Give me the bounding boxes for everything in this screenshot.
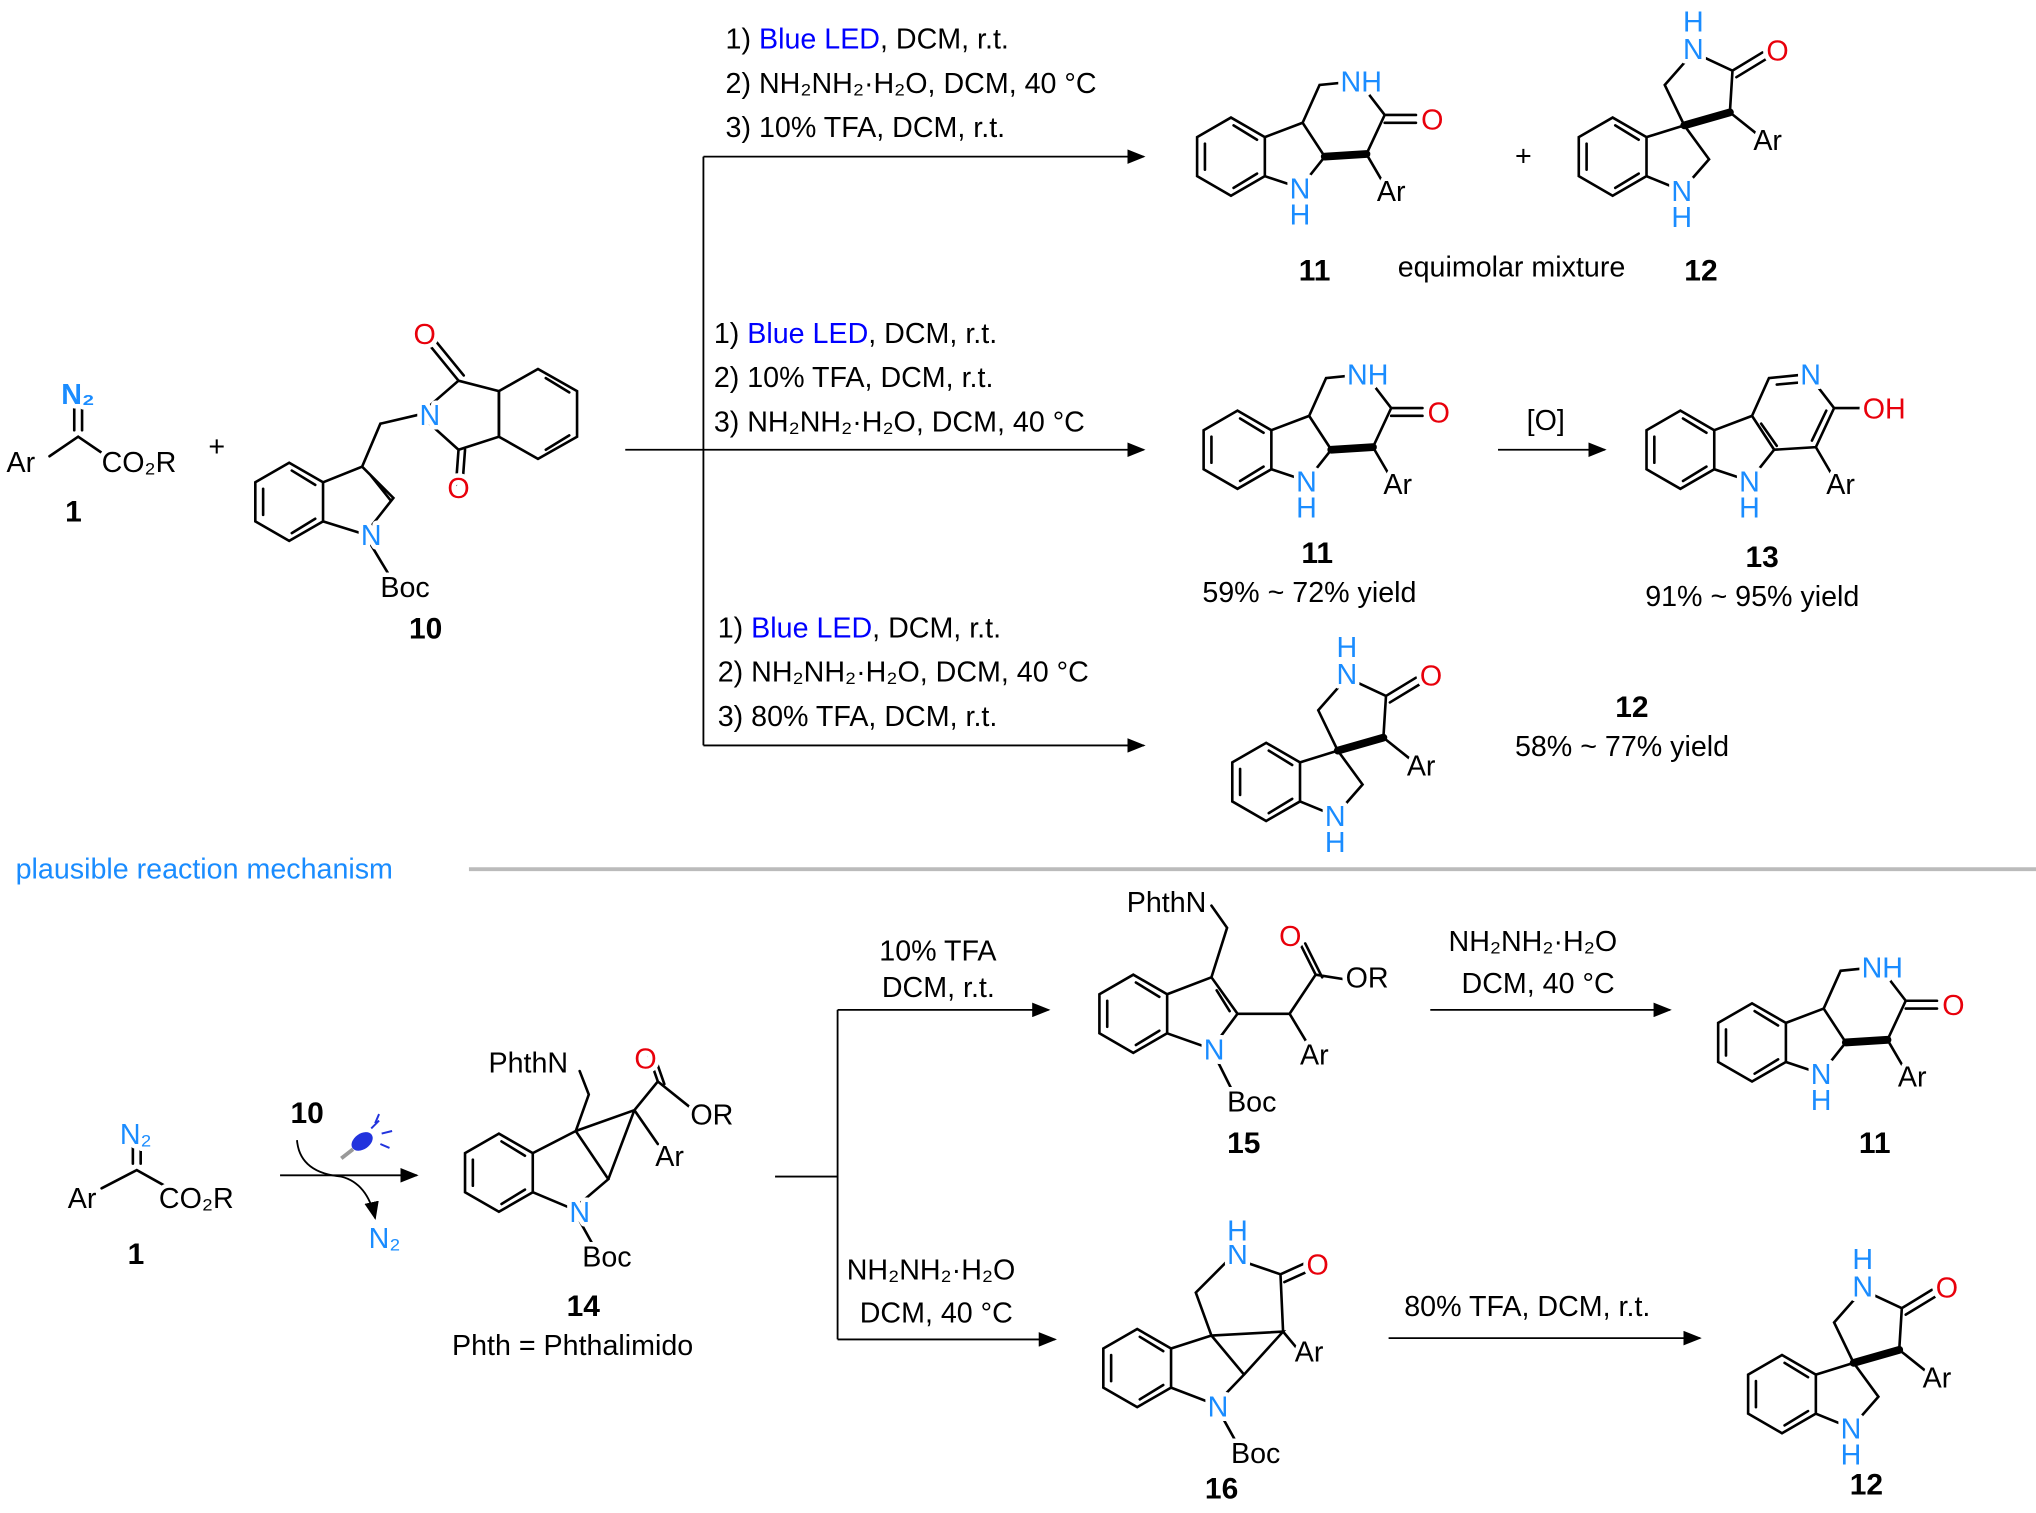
- atom-or: OR: [1346, 963, 1389, 995]
- bottom-condition-2: DCM, 40 °C: [860, 1297, 1013, 1329]
- atom-n: N: [1208, 1391, 1229, 1423]
- atom-ar: Ar: [1295, 1337, 1324, 1369]
- route-b-step3: 3) NH₂NH₂·H₂O, DCM, 40 °C: [714, 406, 1085, 438]
- blue-led-label: Blue LED: [759, 24, 880, 56]
- compound-label-16: 16: [1205, 1472, 1238, 1505]
- atom-ar: Ar: [655, 1141, 684, 1173]
- equimolar-note: equimolar mixture: [1398, 251, 1626, 283]
- oxidation-label: [O]: [1527, 405, 1565, 437]
- atom-boc: Boc: [582, 1241, 631, 1273]
- compound-label-13: 13: [1746, 541, 1779, 574]
- atom-phthn: PhthN: [1127, 887, 1207, 919]
- atom-co2r: CO₂R: [159, 1183, 234, 1215]
- compound-label-1: 1: [65, 495, 82, 528]
- atom-n2: N₂: [120, 1119, 152, 1151]
- bottom-condition-1: NH₂NH₂·H₂O: [847, 1255, 1016, 1287]
- compound-11-top: [1197, 67, 1443, 232]
- compound-label-11: 11: [1301, 537, 1333, 570]
- atom-o: O: [447, 473, 469, 505]
- compound-11-mech: [1718, 952, 1964, 1117]
- atom-ar: Ar: [1300, 1040, 1329, 1072]
- hydrazine-condition-1: NH₂NH₂·H₂O: [1449, 926, 1618, 958]
- mechanism-title: plausible reaction mechanism: [16, 853, 393, 885]
- compound-label-12: 12: [1684, 254, 1717, 287]
- atom-n: N: [1204, 1034, 1225, 1066]
- route-c-step2: 2) NH₂NH₂·H₂O, DCM, 40 °C: [718, 657, 1089, 689]
- yield-11: 59% ~ 72% yield: [1202, 577, 1416, 609]
- blue-led-label: Blue LED: [747, 318, 868, 350]
- atom-o: O: [634, 1043, 656, 1075]
- compound-1: N₂ Ar CO₂R 1: [2, 375, 181, 529]
- atom-co2r: CO₂R: [102, 447, 177, 479]
- tfa-condition: 80% TFA, DCM, r.t.: [1404, 1291, 1650, 1323]
- compound-12-top: [1579, 7, 1789, 234]
- hydrazine-condition-2: DCM, 40 °C: [1462, 968, 1615, 1000]
- compound-label-12: 12: [1850, 1468, 1883, 1501]
- hydrazine-step: NH₂NH₂·H₂O DCM, 40 °C: [1430, 926, 1672, 1018]
- compound-13: [1647, 360, 1906, 525]
- atom-n2: N₂: [61, 379, 94, 411]
- route-b-conditions: 1) Blue LED, DCM, r.t. 2) 10% TFA, DCM, …: [714, 318, 1085, 439]
- route-a-conditions: 1) Blue LED, DCM, r.t. 2) NH₂NH₂·H₂O, DC…: [726, 24, 1097, 145]
- atom-o: O: [1279, 921, 1301, 953]
- yield-13: 91% ~ 95% yield: [1645, 581, 1859, 613]
- svg-text:1) Blue LED, DCM, r.t.: 1) Blue LED, DCM, r.t.: [718, 612, 1001, 644]
- route-c-conditions: 1) Blue LED, DCM, r.t. 2) NH₂NH₂·H₂O, DC…: [718, 612, 1089, 733]
- route-b-step2: 2) 10% TFA, DCM, r.t.: [714, 362, 994, 394]
- compound-12-mech: [1748, 1244, 1958, 1471]
- svg-text:1) Blue LED, DCM, r.t.: 1) Blue LED, DCM, r.t.: [726, 24, 1009, 56]
- compound-label-11: 11: [1299, 254, 1331, 287]
- compound-label-11: 11: [1859, 1127, 1891, 1160]
- top-condition-1: 10% TFA: [879, 935, 997, 967]
- mechanism-branch: 10% TFA DCM, r.t. NH₂NH₂·H₂O DCM, 40 °C: [775, 935, 1057, 1347]
- reagent-10: 10: [290, 1097, 323, 1130]
- compound-16: N H O Ar N Boc 16: [1102, 1211, 1333, 1505]
- compound-15: PhthN O OR Ar N Boc 15: [1098, 883, 1393, 1160]
- atom-o: O: [1307, 1249, 1329, 1281]
- atom-h: H: [1227, 1215, 1248, 1247]
- top-condition-2: DCM, r.t.: [882, 972, 995, 1004]
- compound-label-15: 15: [1227, 1127, 1260, 1160]
- atom-ar: Ar: [7, 447, 36, 479]
- atom-boc: Boc: [380, 572, 429, 604]
- route-a-step2: 2) NH₂NH₂·H₂O, DCM, 40 °C: [726, 68, 1097, 100]
- compound-label-1: 1: [128, 1238, 145, 1271]
- svg-text:1) Blue LED, DCM, r.t.: 1) Blue LED, DCM, r.t.: [714, 318, 997, 350]
- blue-led-label: Blue LED: [751, 612, 872, 644]
- atom-boc: Boc: [1231, 1438, 1280, 1470]
- atom-or: OR: [690, 1099, 733, 1131]
- tfa-step: 80% TFA, DCM, r.t.: [1388, 1291, 1702, 1346]
- branch-arrows: [625, 149, 1146, 753]
- atom-o: O: [414, 319, 436, 351]
- atom-n: N: [361, 520, 382, 552]
- route-a-step3: 3) 10% TFA, DCM, r.t.: [726, 112, 1006, 144]
- compound-label-14: 14: [567, 1290, 601, 1323]
- phth-note: Phth = Phthalimido: [452, 1330, 693, 1362]
- atom-boc: Boc: [1227, 1086, 1276, 1118]
- atom-phthn: PhthN: [488, 1047, 568, 1079]
- compound-10: N N O O Boc 10: [254, 315, 579, 646]
- compound-14: PhthN O OR Ar N Boc 14 Phth = Phthalimid…: [452, 1039, 738, 1362]
- photolysis-arrow: 10 N₂: [280, 1097, 419, 1255]
- atom-n: N: [420, 400, 441, 432]
- atom-ar: Ar: [68, 1183, 97, 1215]
- plus-sign: +: [1515, 141, 1532, 173]
- yield-12: 58% ~ 77% yield: [1515, 731, 1729, 763]
- blue-led-icon: [340, 1113, 393, 1160]
- compound-11-mid: [1204, 360, 1450, 525]
- plus-sign: +: [208, 431, 225, 463]
- compound-label-12: 12: [1615, 691, 1648, 724]
- atom-n: N: [569, 1197, 590, 1229]
- compound-1-mech: N₂ Ar CO₂R 1: [63, 1114, 238, 1271]
- compound-12-bottom: [1232, 632, 1442, 859]
- n2-byproduct: N₂: [369, 1223, 401, 1255]
- route-c-step3: 3) 80% TFA, DCM, r.t.: [718, 701, 998, 733]
- compound-label-10: 10: [409, 613, 442, 646]
- atom-n: N: [1227, 1239, 1248, 1271]
